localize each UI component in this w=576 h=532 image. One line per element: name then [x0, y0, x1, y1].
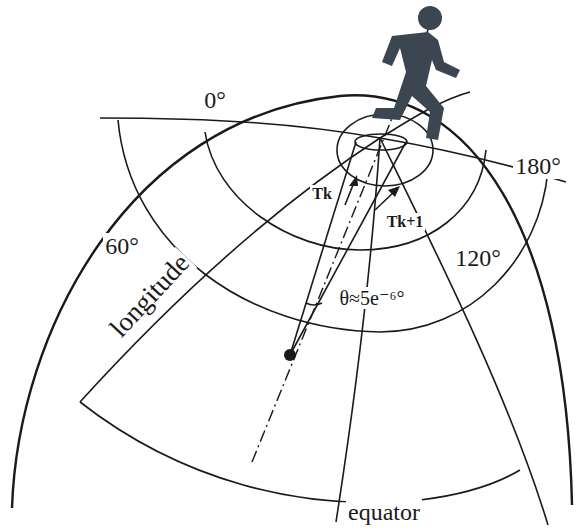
sphere-outline	[12, 95, 572, 508]
longitude-label: 0°	[202, 87, 228, 113]
latitude-circle	[337, 114, 433, 186]
cone-edge	[290, 142, 356, 355]
cone-edge	[290, 142, 406, 355]
latitude-circle	[118, 120, 548, 332]
walker-icon	[372, 6, 460, 140]
angle-arc	[306, 303, 322, 305]
vector-label: Tk	[310, 185, 334, 203]
latitude-label: 60°	[103, 233, 141, 259]
meridian	[380, 138, 548, 525]
center-dot	[284, 349, 296, 361]
equator-label: equator	[346, 499, 422, 525]
arrowhead	[388, 186, 400, 197]
longitude-label: 180°	[513, 153, 563, 179]
meridian	[100, 118, 566, 182]
longitude-label: 120°	[453, 245, 503, 271]
cone-top	[355, 134, 407, 150]
arrowhead	[349, 175, 358, 186]
equator-line	[80, 402, 520, 502]
vector-label: Tk+1	[385, 213, 426, 231]
angle-label: θ≈5e⁻⁶°	[338, 287, 407, 309]
meridian	[80, 138, 380, 402]
axis-title: longitude	[103, 247, 197, 345]
